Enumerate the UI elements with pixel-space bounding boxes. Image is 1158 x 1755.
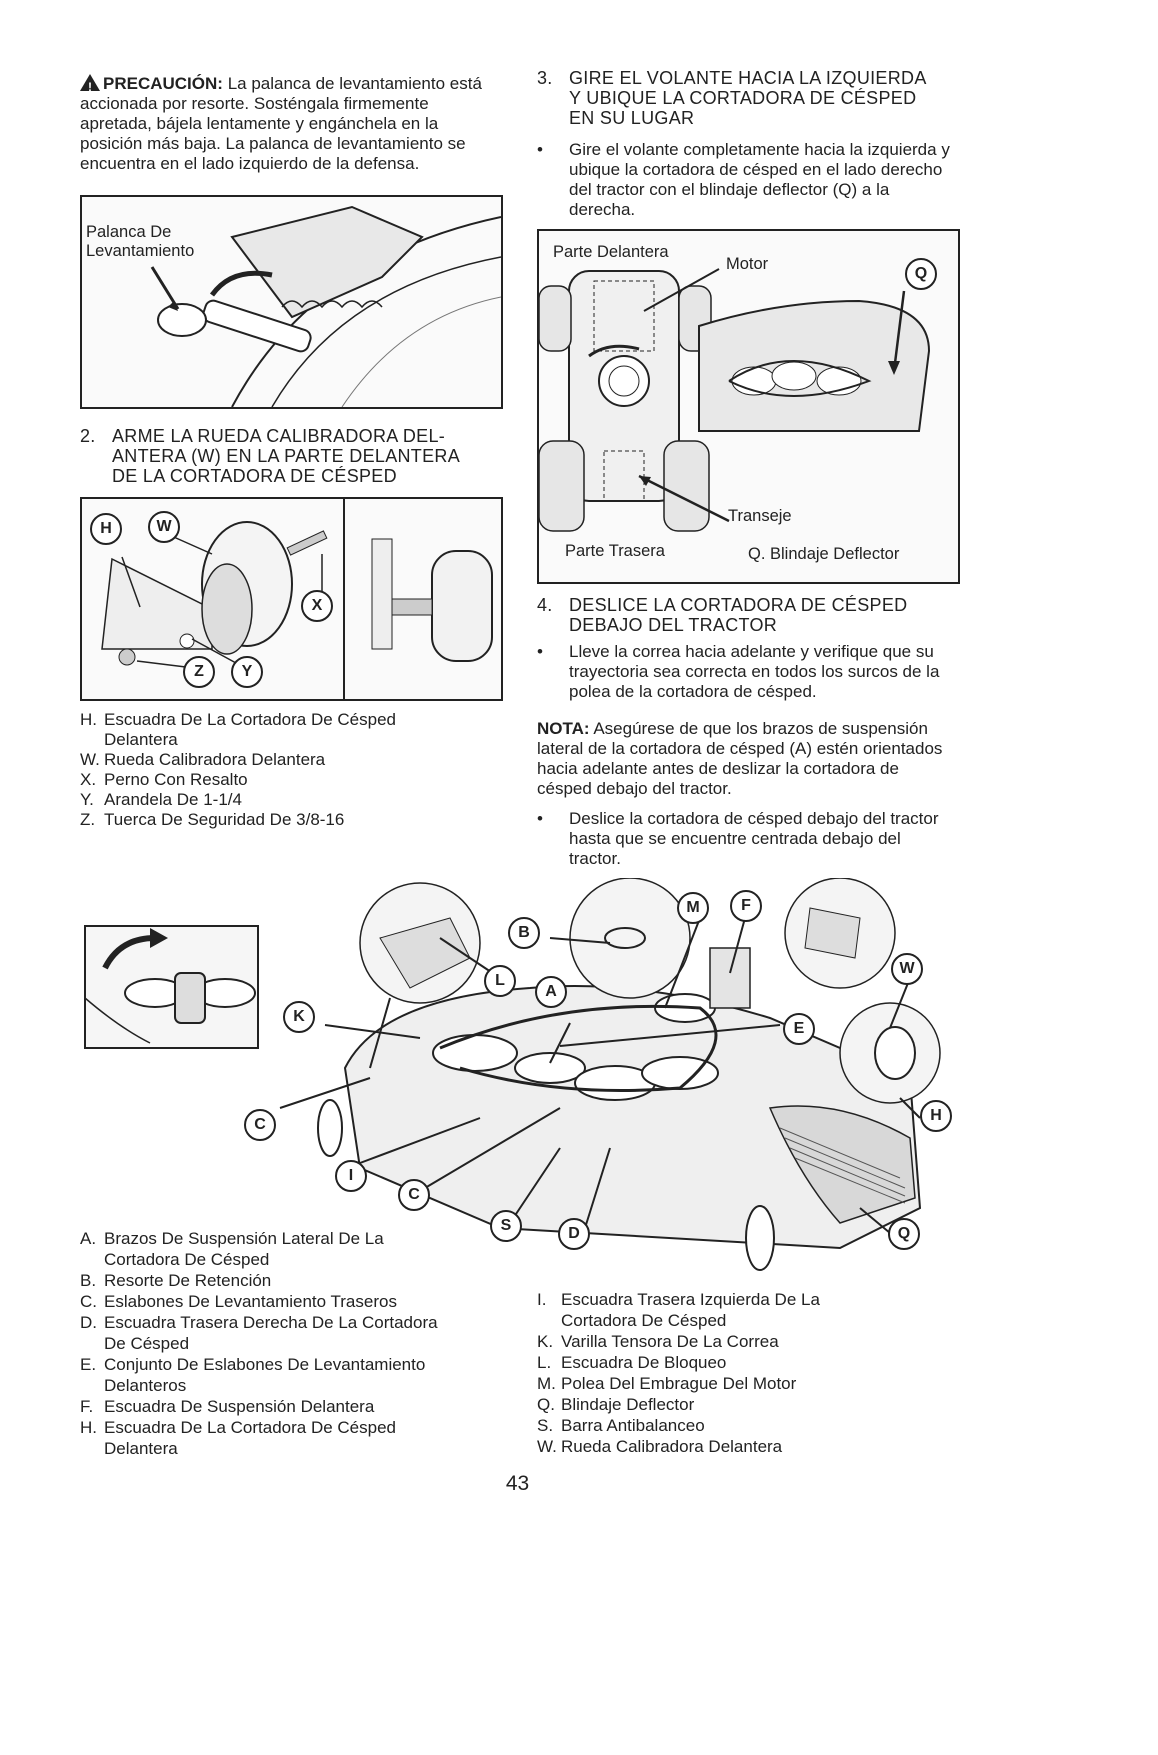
- callout-q: Q: [888, 1218, 920, 1250]
- callout-x: X: [301, 590, 333, 622]
- front-label: Parte Delantera: [553, 243, 669, 261]
- callout-b: B: [508, 917, 540, 949]
- tractor-top-view-drawing: [539, 268, 931, 532]
- step-3-bullet: •Gire el volante completamente hacia la …: [537, 140, 950, 219]
- callout-q-top: Q: [905, 258, 937, 290]
- callout-h: H: [920, 1100, 952, 1132]
- note-label: NOTA:: [537, 719, 590, 738]
- step-4-heading: 4.DESLICE LA CORTADORA DE CÉSPED DEBAJO …: [537, 595, 908, 635]
- callout-d: D: [558, 1218, 590, 1250]
- callout-i: I: [335, 1160, 367, 1192]
- figure-lift-lever: Palanca De Levantamiento: [80, 195, 503, 409]
- callout-c-bottom: C: [398, 1179, 430, 1211]
- callout-m: M: [677, 892, 709, 924]
- deflector-caption: Q. Blindaje Deflector: [748, 545, 900, 563]
- callout-y: Y: [231, 656, 263, 688]
- callout-f: F: [730, 890, 762, 922]
- callout-e: E: [783, 1013, 815, 1045]
- gauge-wheel-legend: H.Escuadra De La Cortadora De Césped Del…: [80, 710, 396, 829]
- warning-icon: !: [80, 74, 100, 94]
- gauge-wheel-drawing: [101, 499, 493, 699]
- figure-mower-deck: B M F L A W K E H C I C S D Q: [80, 878, 960, 1278]
- deck-legend-left: A.Brazos De Suspensión Lateral De La Cor…: [80, 1229, 438, 1458]
- callout-h: H: [90, 513, 122, 545]
- transaxle-label: Transeje: [728, 507, 792, 525]
- callout-l: L: [484, 965, 516, 997]
- callout-s: S: [490, 1210, 522, 1242]
- caution-text: La palanca de levantamiento está acciona…: [80, 74, 482, 173]
- motor-label: Motor: [726, 255, 769, 273]
- page-number: 43: [505, 1472, 530, 1495]
- note-paragraph: NOTA: Asegúrese de que los brazos de sus…: [537, 719, 957, 799]
- step-3-heading: 3.GIRE EL VOLANTE HACIA LA IZQUIERDA Y U…: [537, 68, 927, 128]
- rear-label: Parte Trasera: [565, 542, 665, 560]
- step-4-bullet: •Lleve la correa hacia adelante y verifi…: [537, 642, 940, 701]
- mower-deck-drawing: [84, 878, 941, 1271]
- step-2-heading: 2.ARME LA RUEDA CALIBRADORA DEL- ANTERA …: [80, 426, 461, 486]
- note-text: Asegúrese de que los brazos de suspensió…: [537, 719, 943, 798]
- callout-c-left: C: [244, 1109, 276, 1141]
- deck-legend-right: I.Escuadra Trasera Izquierda De La Corta…: [537, 1290, 820, 1456]
- lift-lever-label: Palanca De Levantamiento: [86, 223, 195, 261]
- caution-heading: PRECAUCIÓN:: [103, 74, 223, 93]
- note-bullet: •Deslice la cortadora de césped debajo d…: [537, 809, 939, 868]
- callout-z: Z: [183, 656, 215, 688]
- figure-gauge-wheel: H W X Z Y: [80, 497, 503, 701]
- callout-w: W: [148, 511, 180, 543]
- figure-tractor-top-view: Parte Delantera Motor Q Transeje Parte T…: [537, 229, 960, 584]
- callout-a: A: [535, 976, 567, 1008]
- lift-lever-drawing: [150, 205, 501, 407]
- callout-w: W: [891, 953, 923, 985]
- callout-k: K: [283, 1001, 315, 1033]
- caution-paragraph: !PRECAUCIÓN: La palanca de levantamiento…: [80, 74, 505, 174]
